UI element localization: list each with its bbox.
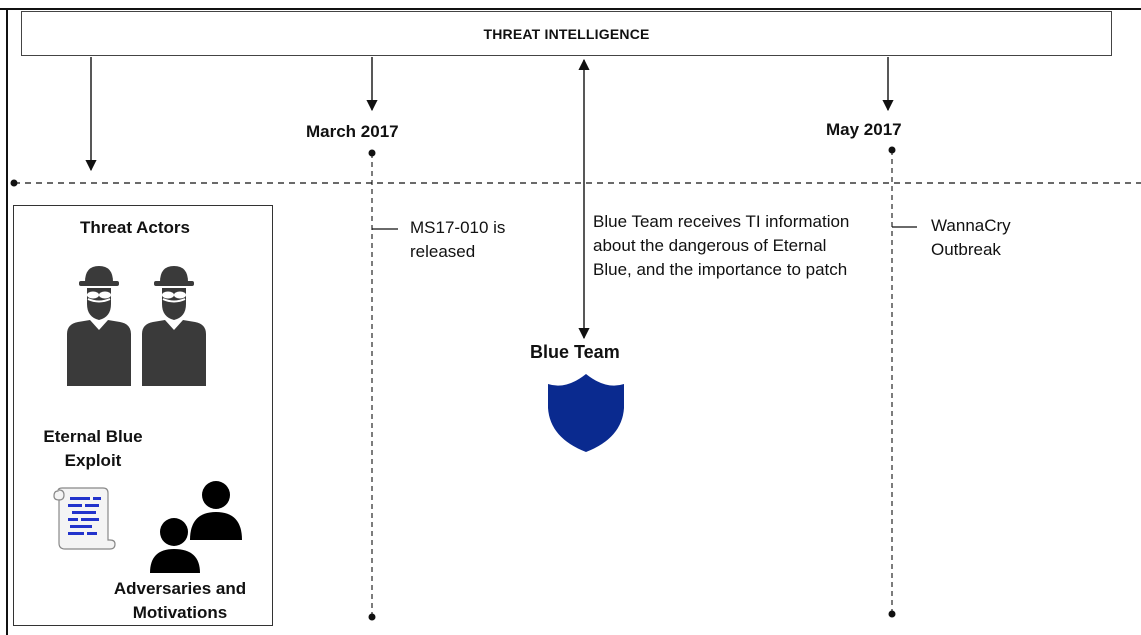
hacker-icon — [142, 266, 206, 386]
timeline-start-dot — [10, 179, 18, 187]
march-bottom-dot — [368, 613, 376, 621]
may-2017-date: May 2017 — [826, 120, 902, 139]
threat-actors-title: Threat Actors — [80, 218, 190, 237]
may-bottom-dot — [888, 610, 896, 618]
ms17-010-note: MS17-010 is released — [410, 218, 506, 261]
threat-actors-box — [13, 205, 273, 626]
blue-team-label: Blue Team — [530, 342, 620, 362]
adversaries-motivations-label: Adversaries and Motivations — [113, 579, 247, 622]
hacker-icon — [67, 266, 131, 386]
shield-icon — [548, 374, 624, 452]
march-2017-date: March 2017 — [306, 122, 399, 141]
eternal-blue-exploit-label: Eternal Blue Exploit — [43, 427, 143, 470]
diagram-frame-top — [0, 8, 1141, 10]
diagram-frame-left — [6, 8, 8, 635]
threat-intelligence-title: THREAT INTELLIGENCE — [483, 25, 650, 42]
adversaries-icon — [150, 481, 242, 573]
wannacry-note: WannaCry Outbreak — [931, 216, 1011, 259]
scroll-icon — [53, 487, 116, 550]
threat-intelligence-bar: THREAT INTELLIGENCE — [21, 11, 1112, 56]
blue-team-ti-note: Blue Team receives TI information about … — [593, 212, 850, 279]
